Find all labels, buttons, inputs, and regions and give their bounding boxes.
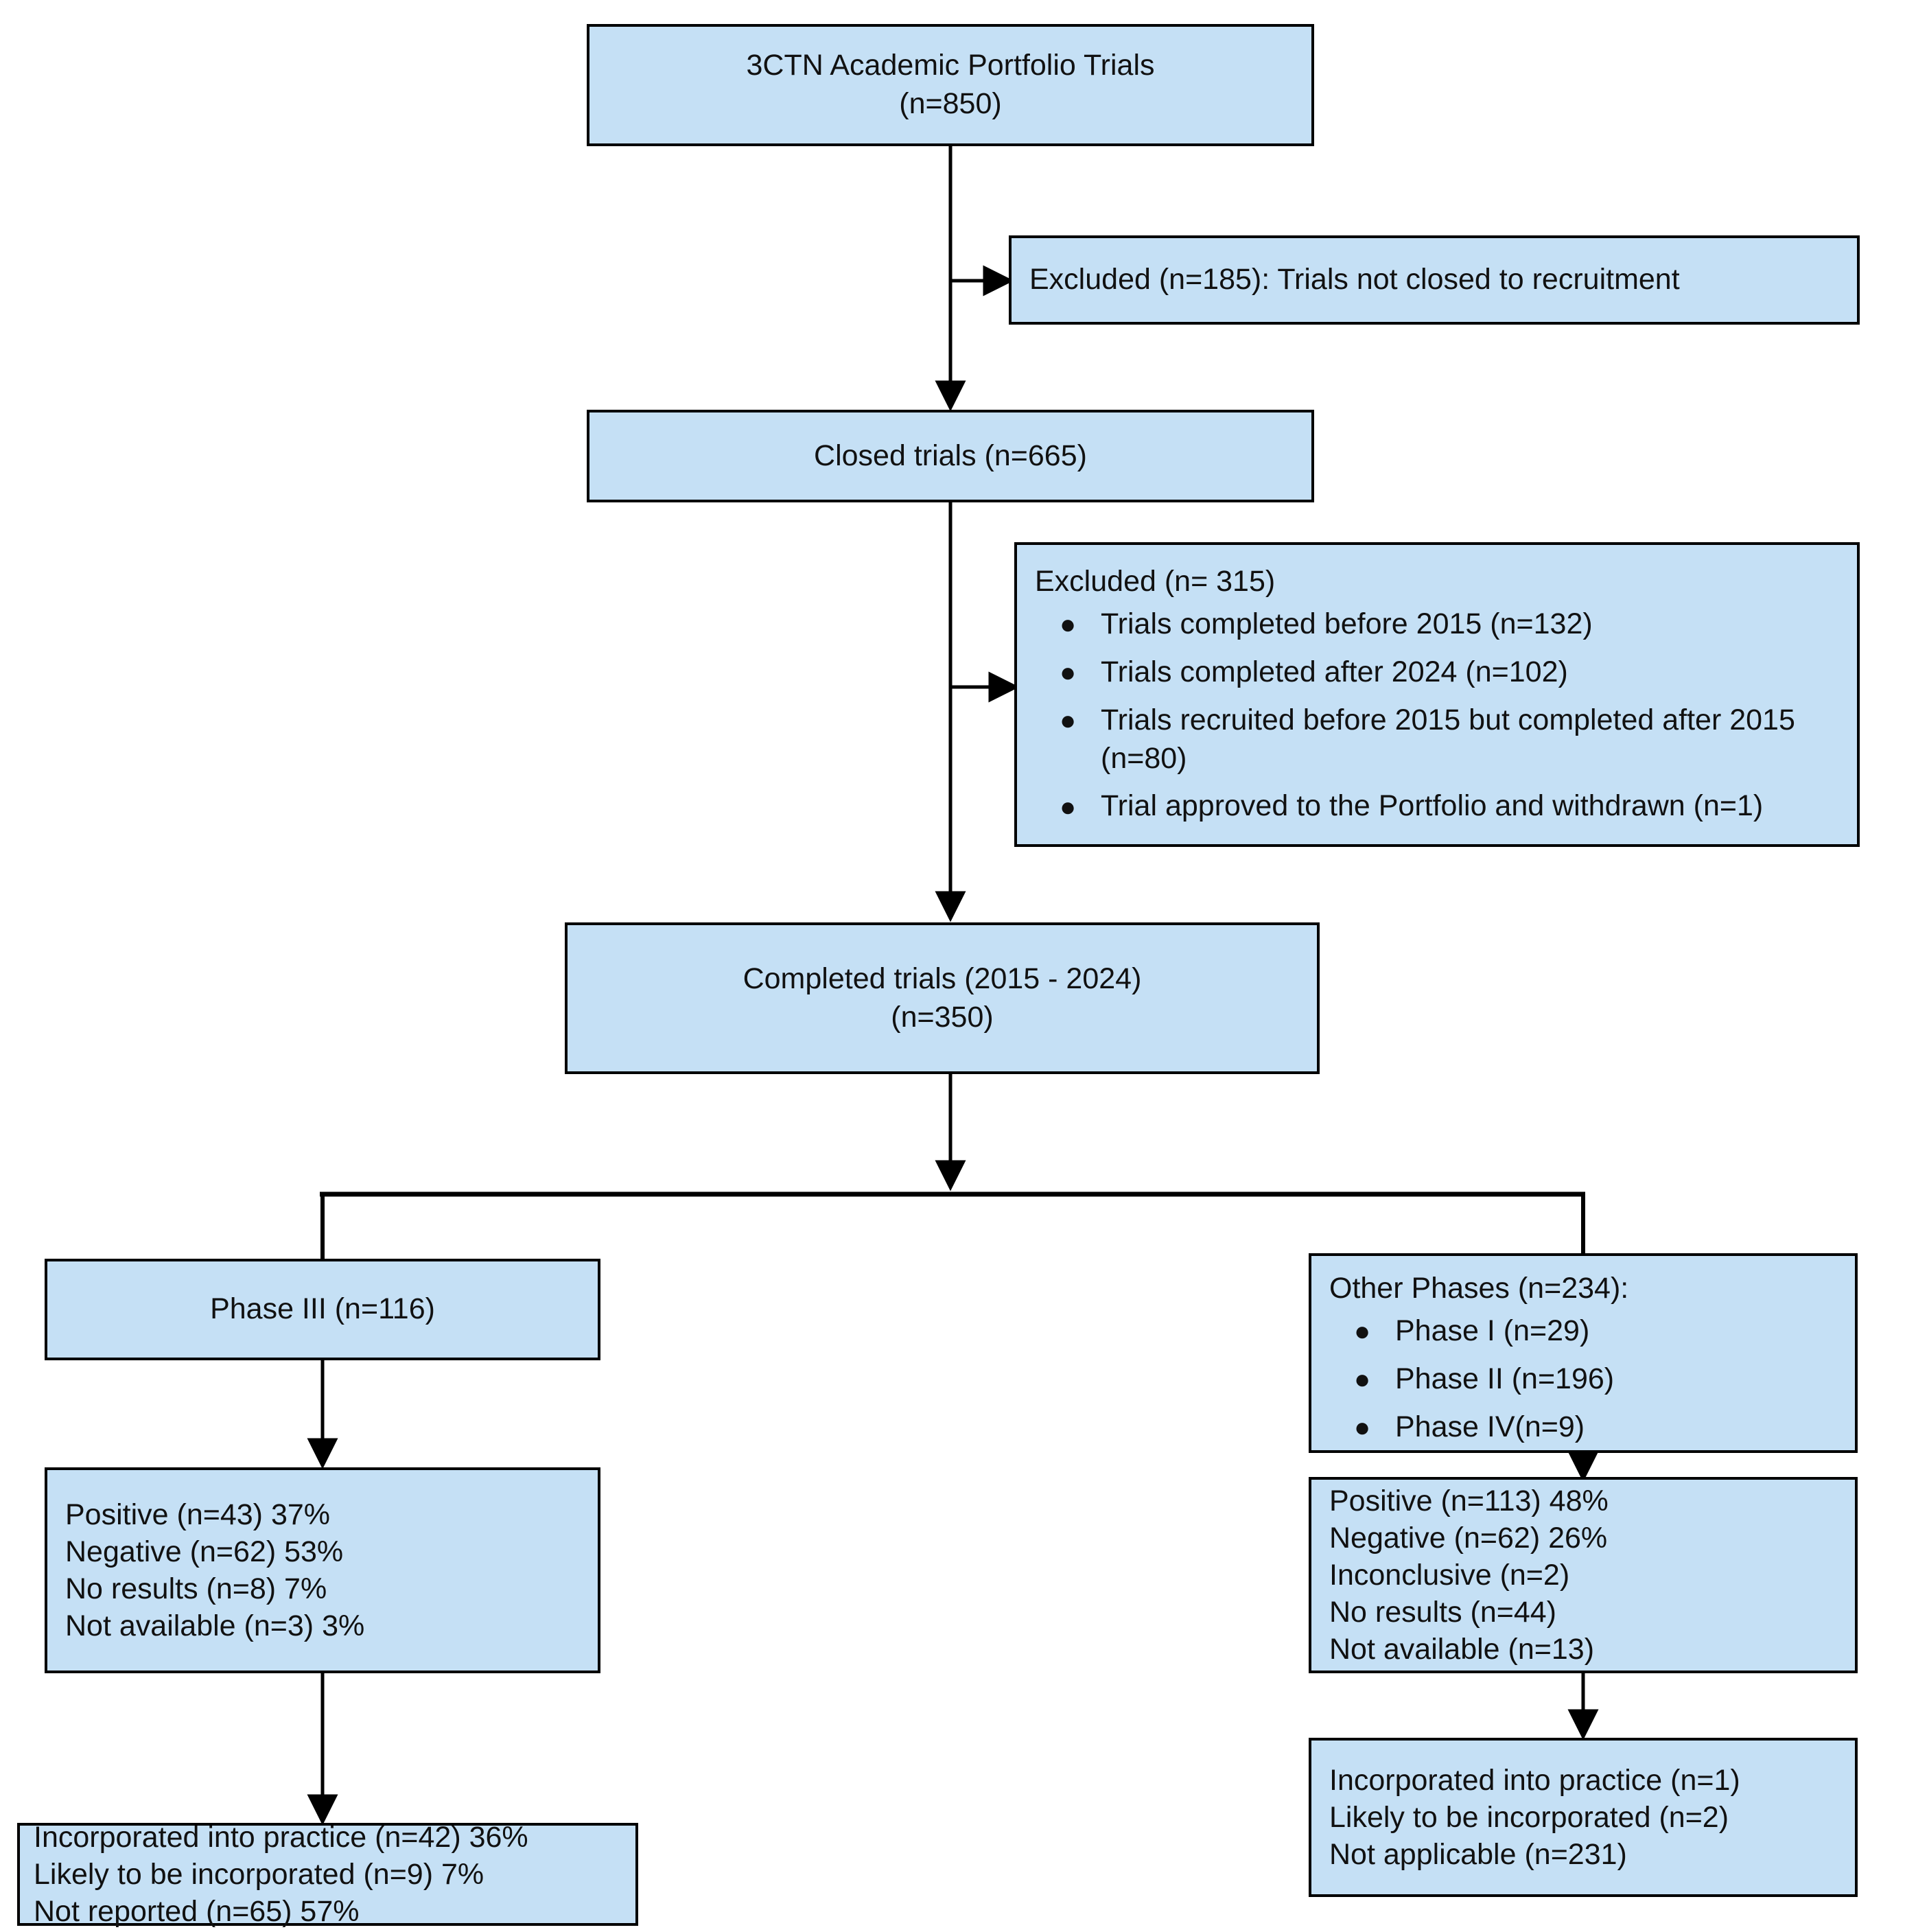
practice-line: Incorporated into practice (n=1) <box>1329 1763 1740 1797</box>
node-other-phases-heading: Other Phases (n=234): <box>1329 1272 1629 1305</box>
list-item: ● Trial approved to the Portfolio and wi… <box>1060 787 1846 826</box>
node-completed-line-2: (n=350) <box>891 1000 994 1034</box>
list-item-label: Trials recruited before 2015 but complet… <box>1101 703 1795 775</box>
bullet-icon: ● <box>1060 791 1077 822</box>
result-line: Positive (n=43) 37% <box>65 1498 331 1531</box>
practice-line: Incorporated into practice (n=42) 36% <box>34 1820 528 1854</box>
bullet-icon: ● <box>1354 1364 1371 1395</box>
list-item: ● Phase II (n=196) <box>1354 1360 1844 1399</box>
node-completed-trials[interactable]: Completed trials (2015 - 2024) (n=350) <box>565 922 1320 1074</box>
bullet-icon: ● <box>1354 1412 1371 1443</box>
list-item-label: Trials completed after 2024 (n=102) <box>1101 655 1568 688</box>
practice-line: Not applicable (n=231) <box>1329 1838 1627 1872</box>
node-excluded-date-criteria[interactable]: Excluded (n= 315) ● Trials completed bef… <box>1014 542 1860 847</box>
bullet-icon: ● <box>1354 1316 1371 1347</box>
list-item: ● Phase I (n=29) <box>1354 1312 1844 1351</box>
list-item-label: Trials completed before 2015 (n=132) <box>1101 607 1593 640</box>
node-source-line-1: 3CTN Academic Portfolio Trials <box>746 49 1155 82</box>
node-completed-line-1: Completed trials (2015 - 2024) <box>743 962 1142 995</box>
list-item: ● Trials completed before 2015 (n=132) <box>1060 605 1846 644</box>
list-item: ● Trials completed after 2024 (n=102) <box>1060 653 1846 692</box>
node-excluded-2-bullet-list: ● Trials completed before 2015 (n=132) ●… <box>1035 605 1846 826</box>
bullet-icon: ● <box>1060 706 1077 736</box>
node-other-phases-bullet-list: ● Phase I (n=29) ● Phase II (n=196) ● Ph… <box>1329 1312 1844 1447</box>
practice-line: Not reported (n=65) 57% <box>34 1895 360 1929</box>
list-item-label: Trial approved to the Portfolio and with… <box>1101 789 1764 823</box>
list-item-label: Phase IV(n=9) <box>1395 1410 1585 1443</box>
practice-line: Likely to be incorporated (n=9) 7% <box>34 1857 484 1891</box>
node-closed-trials[interactable]: Closed trials (n=665) <box>587 410 1314 502</box>
node-other-phases-practice[interactable]: Incorporated into practice (n=1) Likely … <box>1309 1738 1858 1897</box>
result-line: Negative (n=62) 26% <box>1329 1521 1608 1555</box>
node-other-phases-results[interactable]: Positive (n=113) 48% Negative (n=62) 26%… <box>1309 1477 1858 1673</box>
node-excluded-2-heading: Excluded (n= 315) <box>1035 565 1276 598</box>
result-line: No results (n=8) 7% <box>65 1572 327 1605</box>
result-line: No results (n=44) <box>1329 1596 1557 1629</box>
list-item: ● Trials recruited before 2015 but compl… <box>1060 701 1846 778</box>
node-excluded-not-closed[interactable]: Excluded (n=185): Trials not closed to r… <box>1009 235 1860 325</box>
node-phase-iii[interactable]: Phase III (n=116) <box>45 1259 600 1360</box>
list-item-label: Phase I (n=29) <box>1395 1314 1590 1347</box>
bullet-icon: ● <box>1060 609 1077 640</box>
node-source-trials[interactable]: 3CTN Academic Portfolio Trials (n=850) <box>587 24 1314 146</box>
result-line: Inconclusive (n=2) <box>1329 1558 1570 1592</box>
result-line: Not available (n=3) 3% <box>65 1609 365 1643</box>
node-excluded-1-text: Excluded (n=185): Trials not closed to r… <box>1029 263 1680 296</box>
result-line: Not available (n=13) <box>1329 1633 1595 1666</box>
node-closed-trials-text: Closed trials (n=665) <box>814 439 1087 472</box>
result-line: Positive (n=113) 48% <box>1329 1484 1609 1517</box>
node-source-line-2: (n=850) <box>899 87 1002 120</box>
list-item-label: Phase II (n=196) <box>1395 1362 1615 1395</box>
node-phase-iii-practice[interactable]: Incorporated into practice (n=42) 36% Li… <box>17 1821 638 1928</box>
list-item: ● Phase IV(n=9) <box>1354 1408 1844 1447</box>
bullet-icon: ● <box>1060 657 1077 688</box>
result-line: Negative (n=62) 53% <box>65 1535 344 1568</box>
practice-line: Likely to be incorporated (n=2) <box>1329 1800 1729 1834</box>
node-phase-iii-results[interactable]: Positive (n=43) 37% Negative (n=62) 53% … <box>45 1467 600 1673</box>
node-phase-iii-text: Phase III (n=116) <box>210 1292 435 1326</box>
node-other-phases[interactable]: Other Phases (n=234): ● Phase I (n=29) ●… <box>1309 1253 1858 1453</box>
